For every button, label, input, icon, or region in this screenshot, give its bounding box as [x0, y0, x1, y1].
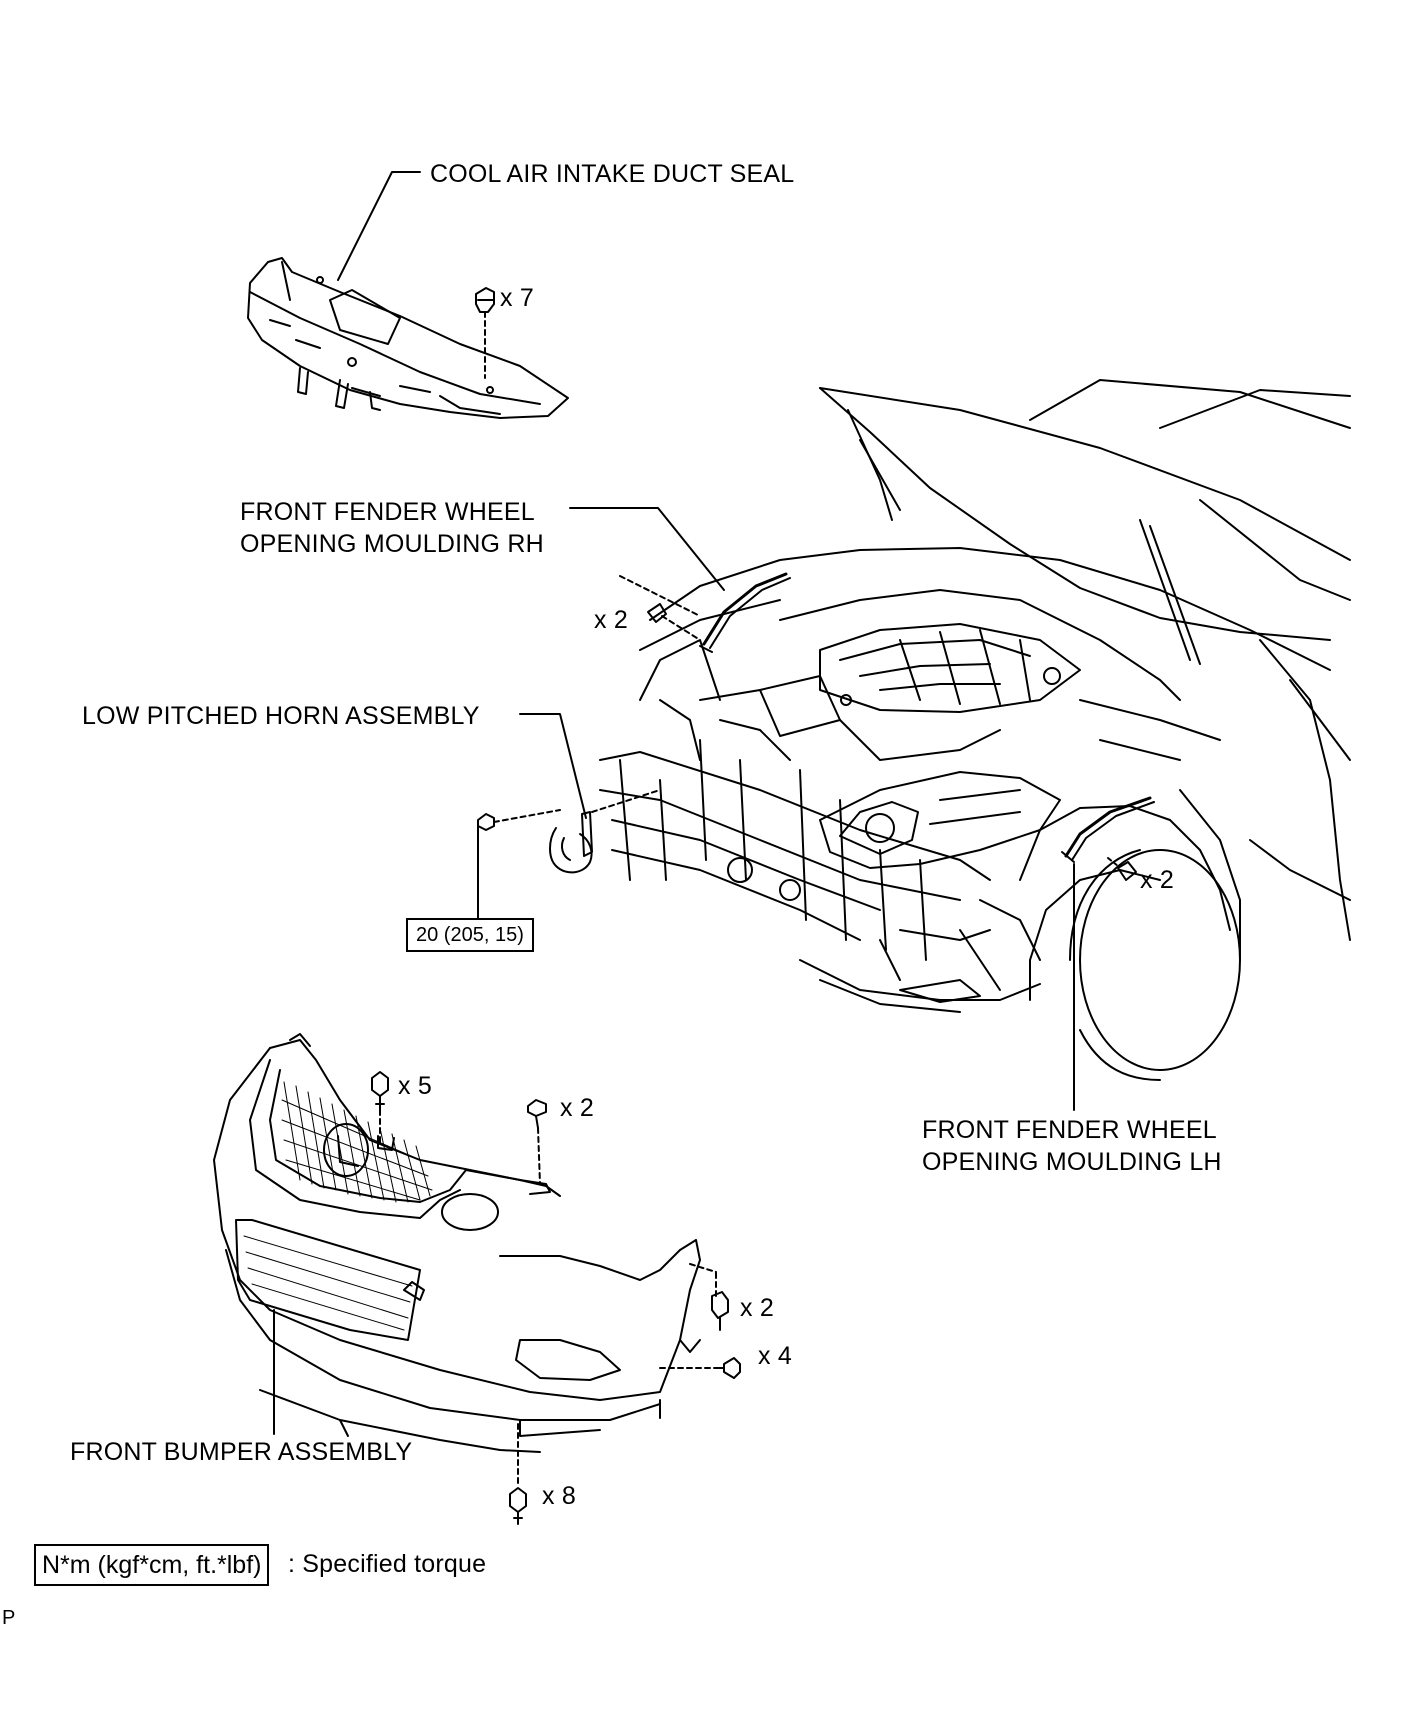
qty-seal-clips: x 7	[500, 284, 534, 312]
seal-leader-line	[337, 171, 421, 281]
rh-moulding-leader-line	[569, 507, 725, 591]
label-front-fender-moulding-rh-line1: FRONT FENDER WHEEL	[240, 498, 535, 526]
bumper-fasteners-drawing	[371, 1071, 741, 1525]
qty-bumper-bottom-bolts: x 8	[542, 1482, 576, 1510]
legend-description: : Specified torque	[288, 1550, 487, 1578]
front-bumper-drawing	[213, 1033, 701, 1453]
cool-air-intake-duct-seal-drawing	[247, 257, 569, 419]
rh-moulding-screw-drawing	[619, 575, 701, 641]
label-front-bumper-assembly: FRONT BUMPER ASSEMBLY	[70, 1438, 413, 1466]
seal-clip-drawing	[475, 287, 495, 379]
legend-unit-box: N*m (kgf*cm, ft.*lbf)	[34, 1544, 270, 1586]
label-front-fender-moulding-lh-line1: FRONT FENDER WHEEL	[922, 1116, 1217, 1144]
corner-mark: P	[2, 1607, 16, 1629]
qty-bumper-top-clips: x 2	[560, 1094, 594, 1122]
label-cool-air-intake-duct-seal: COOL AIR INTAKE DUCT SEAL	[430, 160, 795, 188]
label-front-fender-moulding-lh-line2: OPENING MOULDING LH	[922, 1148, 1222, 1176]
lh-moulding-screw-drawing	[1107, 857, 1137, 881]
qty-bumper-side-screws: x 4	[758, 1342, 792, 1370]
vehicle-front-drawing	[599, 379, 1351, 1081]
qty-bumper-side-bolts: x 2	[740, 1294, 774, 1322]
label-low-pitched-horn: LOW PITCHED HORN ASSEMBLY	[82, 702, 480, 730]
label-front-fender-moulding-rh-line2: OPENING MOULDING RH	[240, 530, 544, 558]
qty-bumper-top-bolts: x 5	[398, 1072, 432, 1100]
horn-leader-line	[519, 713, 587, 819]
qty-rh-screws: x 2	[594, 606, 628, 634]
qty-lh-screws: x 2	[1140, 866, 1174, 894]
horn-drawing	[477, 789, 661, 919]
torque-spec-box: 20 (205, 15)	[406, 918, 534, 952]
